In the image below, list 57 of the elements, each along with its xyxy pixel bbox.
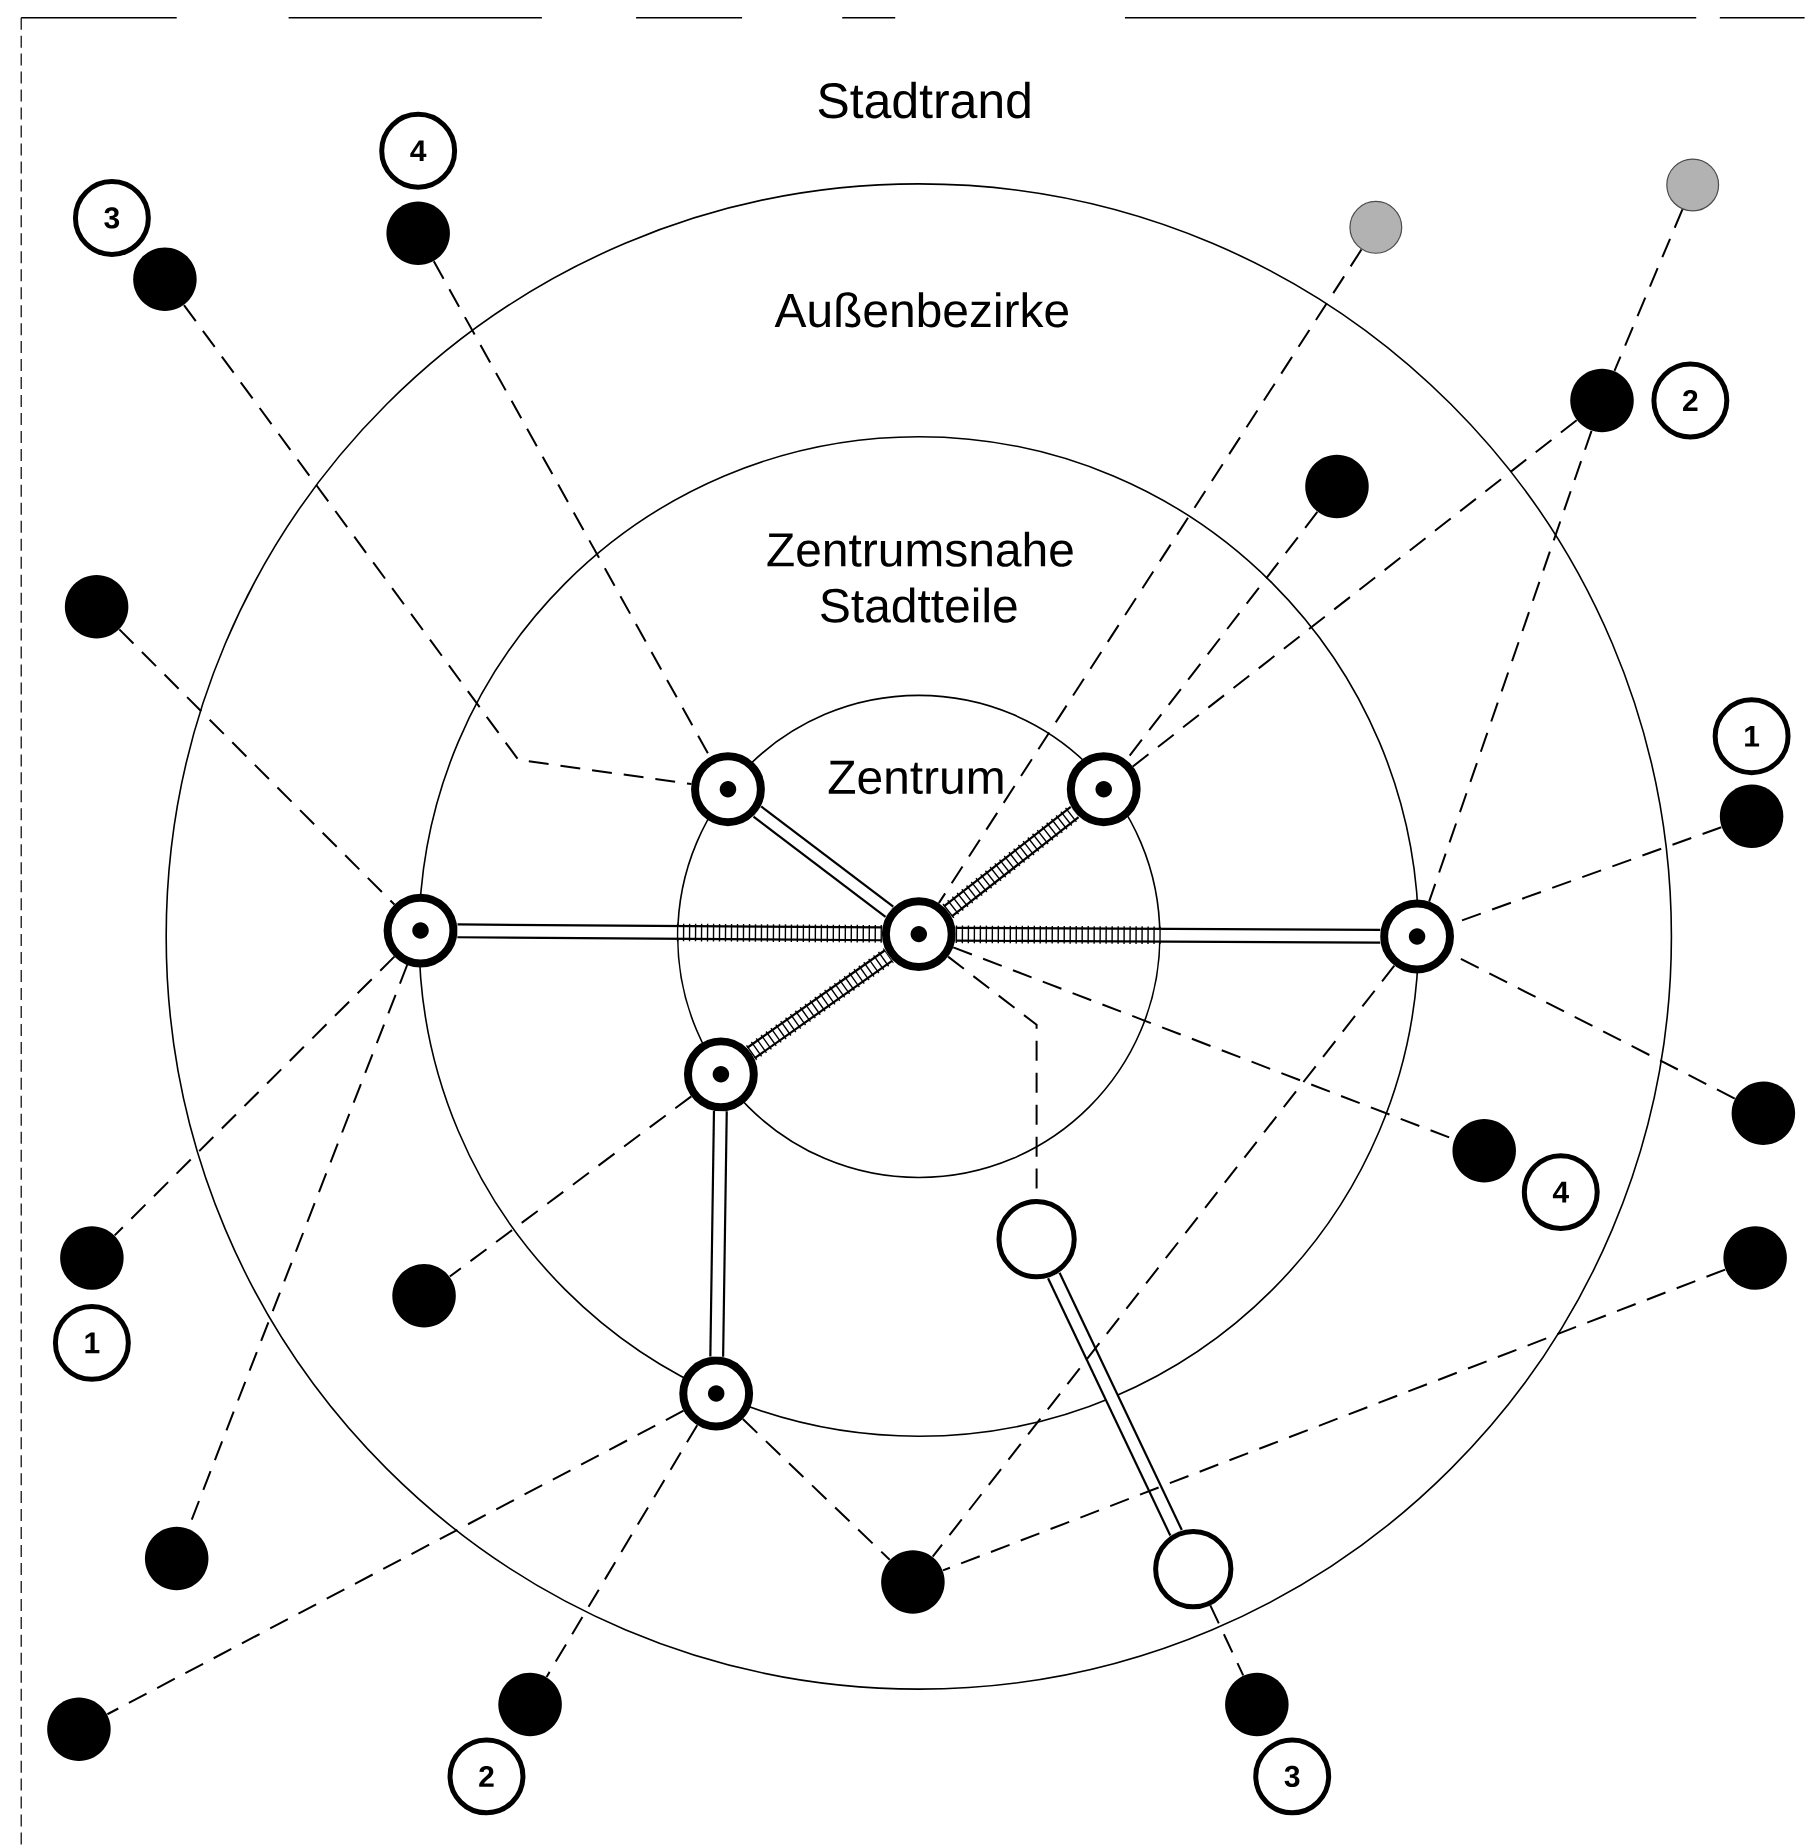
- filled-dot: [1731, 1081, 1796, 1145]
- dashed-line: [113, 955, 396, 1237]
- filled-dot: [144, 1526, 209, 1591]
- filled-dot: [498, 1672, 562, 1737]
- filled-dot: [1723, 1226, 1787, 1290]
- filled-dot: [133, 247, 197, 311]
- filled-dot: [1719, 784, 1784, 849]
- callout-number: 3: [1253, 1737, 1332, 1816]
- ring-dot-symbol: [1066, 752, 1141, 827]
- callout-number: 2: [447, 1737, 526, 1816]
- callout-number: 4: [379, 111, 458, 190]
- double-line: [709, 1111, 728, 1357]
- dashed-line: [937, 248, 1363, 905]
- dashed-line: [448, 1095, 693, 1278]
- dashed-line: [1131, 419, 1578, 768]
- callout-number: 1: [52, 1303, 131, 1382]
- double-line: [457, 923, 882, 943]
- dashed-line: [741, 1418, 891, 1561]
- dashed-line: [1449, 952, 1736, 1100]
- callout-number: 3: [73, 178, 151, 257]
- callout-number: 2: [1651, 361, 1730, 440]
- double-line: [955, 925, 1381, 945]
- dashed-line: [941, 1268, 1727, 1572]
- dashed-line: [106, 1409, 685, 1716]
- dashed-line: [1428, 429, 1593, 903]
- ring-dot-symbol: [679, 1356, 754, 1431]
- stippled-dot: [1666, 158, 1720, 212]
- filled-dot: [392, 1264, 456, 1328]
- ring-dot-symbol: [1380, 899, 1454, 974]
- ring-dot-symbol: [691, 752, 765, 827]
- filled-dot: [47, 1697, 111, 1761]
- double-line: [942, 805, 1081, 919]
- filled-dot: [1305, 454, 1369, 519]
- dashed-line: [545, 1424, 699, 1678]
- double-line: [1047, 1272, 1183, 1536]
- filled-dot: [1225, 1672, 1289, 1737]
- callout-number: 1: [1712, 697, 1791, 776]
- filled-dot: [881, 1550, 945, 1614]
- dashed-line: [931, 964, 1396, 1558]
- filled-dot: [60, 1226, 124, 1290]
- filled-dot: [1570, 368, 1634, 433]
- filled-dot: [64, 574, 129, 639]
- ring-dot-symbol: [881, 897, 956, 972]
- double-line: [745, 948, 894, 1061]
- callout-number: 4: [1521, 1153, 1600, 1232]
- dashed-line: [183, 304, 693, 786]
- double-line: [752, 805, 894, 918]
- ring-dot-symbol: [383, 893, 458, 968]
- dashed-line: [1209, 1604, 1245, 1677]
- stippled-dot: [1349, 200, 1403, 254]
- filled-dot: [386, 201, 450, 265]
- dashed-line: [118, 628, 396, 906]
- ring-dot-symbol: [684, 1037, 758, 1112]
- dashed-line: [1613, 208, 1684, 372]
- hollow-circle: [1153, 1528, 1234, 1610]
- filled-dot: [1452, 1119, 1516, 1183]
- hollow-circle: [996, 1199, 1077, 1280]
